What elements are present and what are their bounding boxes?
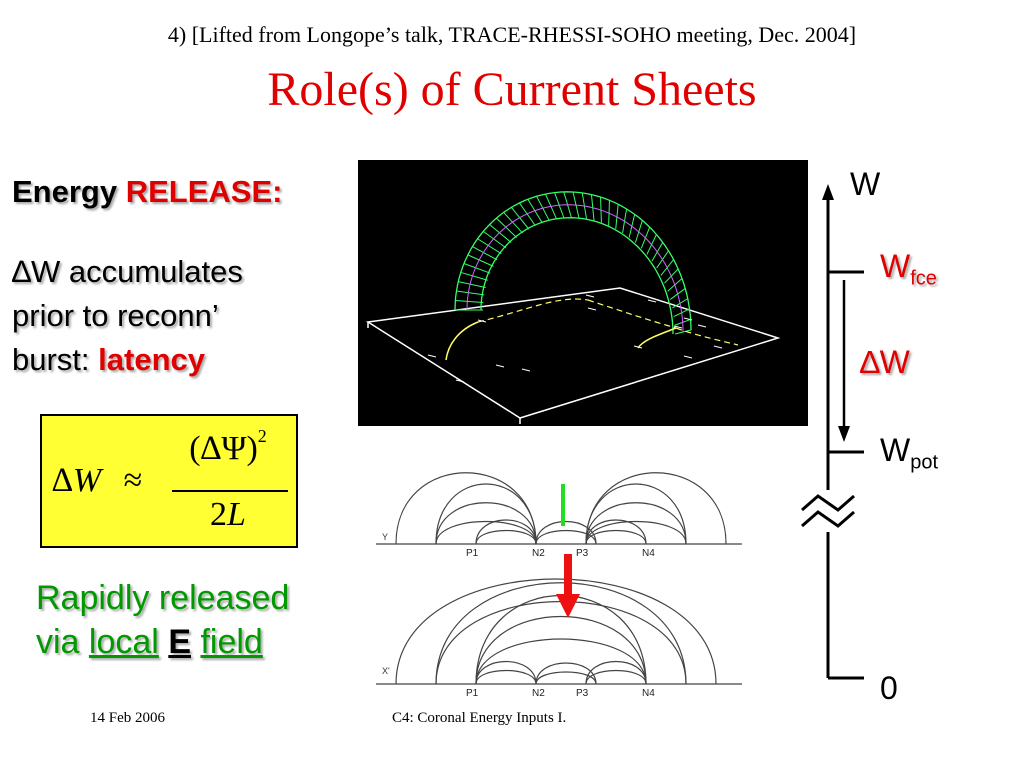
field-line-diagram: Y X' P1 N2 P3 N4 P1 N2 P3 N4 xyxy=(376,446,742,699)
accum-line-1: ∆W accumulates xyxy=(12,254,243,289)
wfce-label: Wfce xyxy=(880,248,937,290)
source-note: 4) [Lifted from Longope’s talk, TRACE-RH… xyxy=(167,22,857,47)
formula-lhs: ∆W ≈ xyxy=(52,462,142,500)
formula-approx: ≈ xyxy=(123,462,143,499)
rapid-release-text: Rapidly released via local E field xyxy=(36,576,289,664)
formula-den-number: 2 xyxy=(210,496,228,533)
accumulation-text: ∆W accumulates prior to reconn’ burst: l… xyxy=(12,250,243,382)
label-n2-top: N2 xyxy=(532,548,545,559)
formula-numerator-text: (∆Ψ) xyxy=(189,430,258,467)
base-plane xyxy=(365,287,781,419)
wpot-label: Wpot xyxy=(880,432,939,474)
w-label: W xyxy=(850,166,881,202)
burst-word: burst: xyxy=(12,342,90,377)
rapid-line-1: Rapidly released xyxy=(36,579,290,617)
label-p1-bottom: P1 xyxy=(466,688,479,698)
axis-break-bottom xyxy=(801,510,855,528)
axis-label-top: Y xyxy=(382,532,388,542)
label-p3-top: P3 xyxy=(576,548,589,559)
axis-arrow-icon xyxy=(822,184,834,200)
accum-line-3: burst: latency xyxy=(12,338,243,382)
energy-level-diagram: W Wfce ∆W Wpot 0 xyxy=(780,160,1020,720)
bottom-field-lines xyxy=(395,578,717,685)
label-n2-bottom: N2 xyxy=(532,688,545,698)
release-word: RELEASE: xyxy=(125,174,283,209)
axis-label-bottom: X' xyxy=(382,666,390,676)
label-p1-top: P1 xyxy=(466,548,479,559)
delta-w-label: ∆W xyxy=(860,344,910,380)
marker-crosses xyxy=(427,294,723,383)
formula-numerator: (∆Ψ)2 xyxy=(168,426,288,468)
formula-denominator: 2L xyxy=(168,496,288,534)
red-arrow-head xyxy=(556,594,580,618)
energy-axis-graphic xyxy=(801,184,864,680)
rapid-line-2: via local E field xyxy=(36,620,289,664)
local-word: local xyxy=(88,623,159,661)
formula-exponent: 2 xyxy=(257,426,267,446)
latency-word: latency xyxy=(98,342,205,377)
energy-release-heading: Energy RELEASE: xyxy=(12,174,282,210)
energy-word: Energy xyxy=(12,174,118,209)
top-field-lines xyxy=(395,472,727,545)
slide-title: Role(s) of Current Sheets xyxy=(267,63,757,116)
field-line-graphic: Y X' P1 N2 P3 N4 P1 N2 P3 N4 xyxy=(376,472,742,699)
energy-formula-box: ∆W ≈ (∆Ψ)2 2L xyxy=(40,414,298,548)
formula-den-var: L xyxy=(227,496,246,533)
label-n4-bottom: N4 xyxy=(642,688,655,698)
footer-center-text: C4: Coronal Energy Inputs I. xyxy=(392,710,567,726)
label-n4-top: N4 xyxy=(642,548,655,559)
magnetic-arch-graphic xyxy=(365,191,781,424)
e-letter: E xyxy=(168,623,191,661)
accum-line-2: prior to reconn’ xyxy=(12,298,219,333)
zero-label: 0 xyxy=(880,670,898,706)
via-word: via xyxy=(36,623,80,661)
formula-delta: ∆ xyxy=(52,462,73,499)
magnetic-arch-image xyxy=(358,160,808,426)
arch-field-lines xyxy=(454,191,692,335)
delta-arrow-head xyxy=(838,426,850,442)
field-word: field xyxy=(200,623,263,661)
axis-break-top xyxy=(801,494,855,512)
formula-w: W xyxy=(72,462,102,499)
label-p3-bottom: P3 xyxy=(576,688,589,698)
formula-fraction-bar xyxy=(172,490,288,492)
footer-date: 14 Feb 2006 xyxy=(90,710,165,726)
